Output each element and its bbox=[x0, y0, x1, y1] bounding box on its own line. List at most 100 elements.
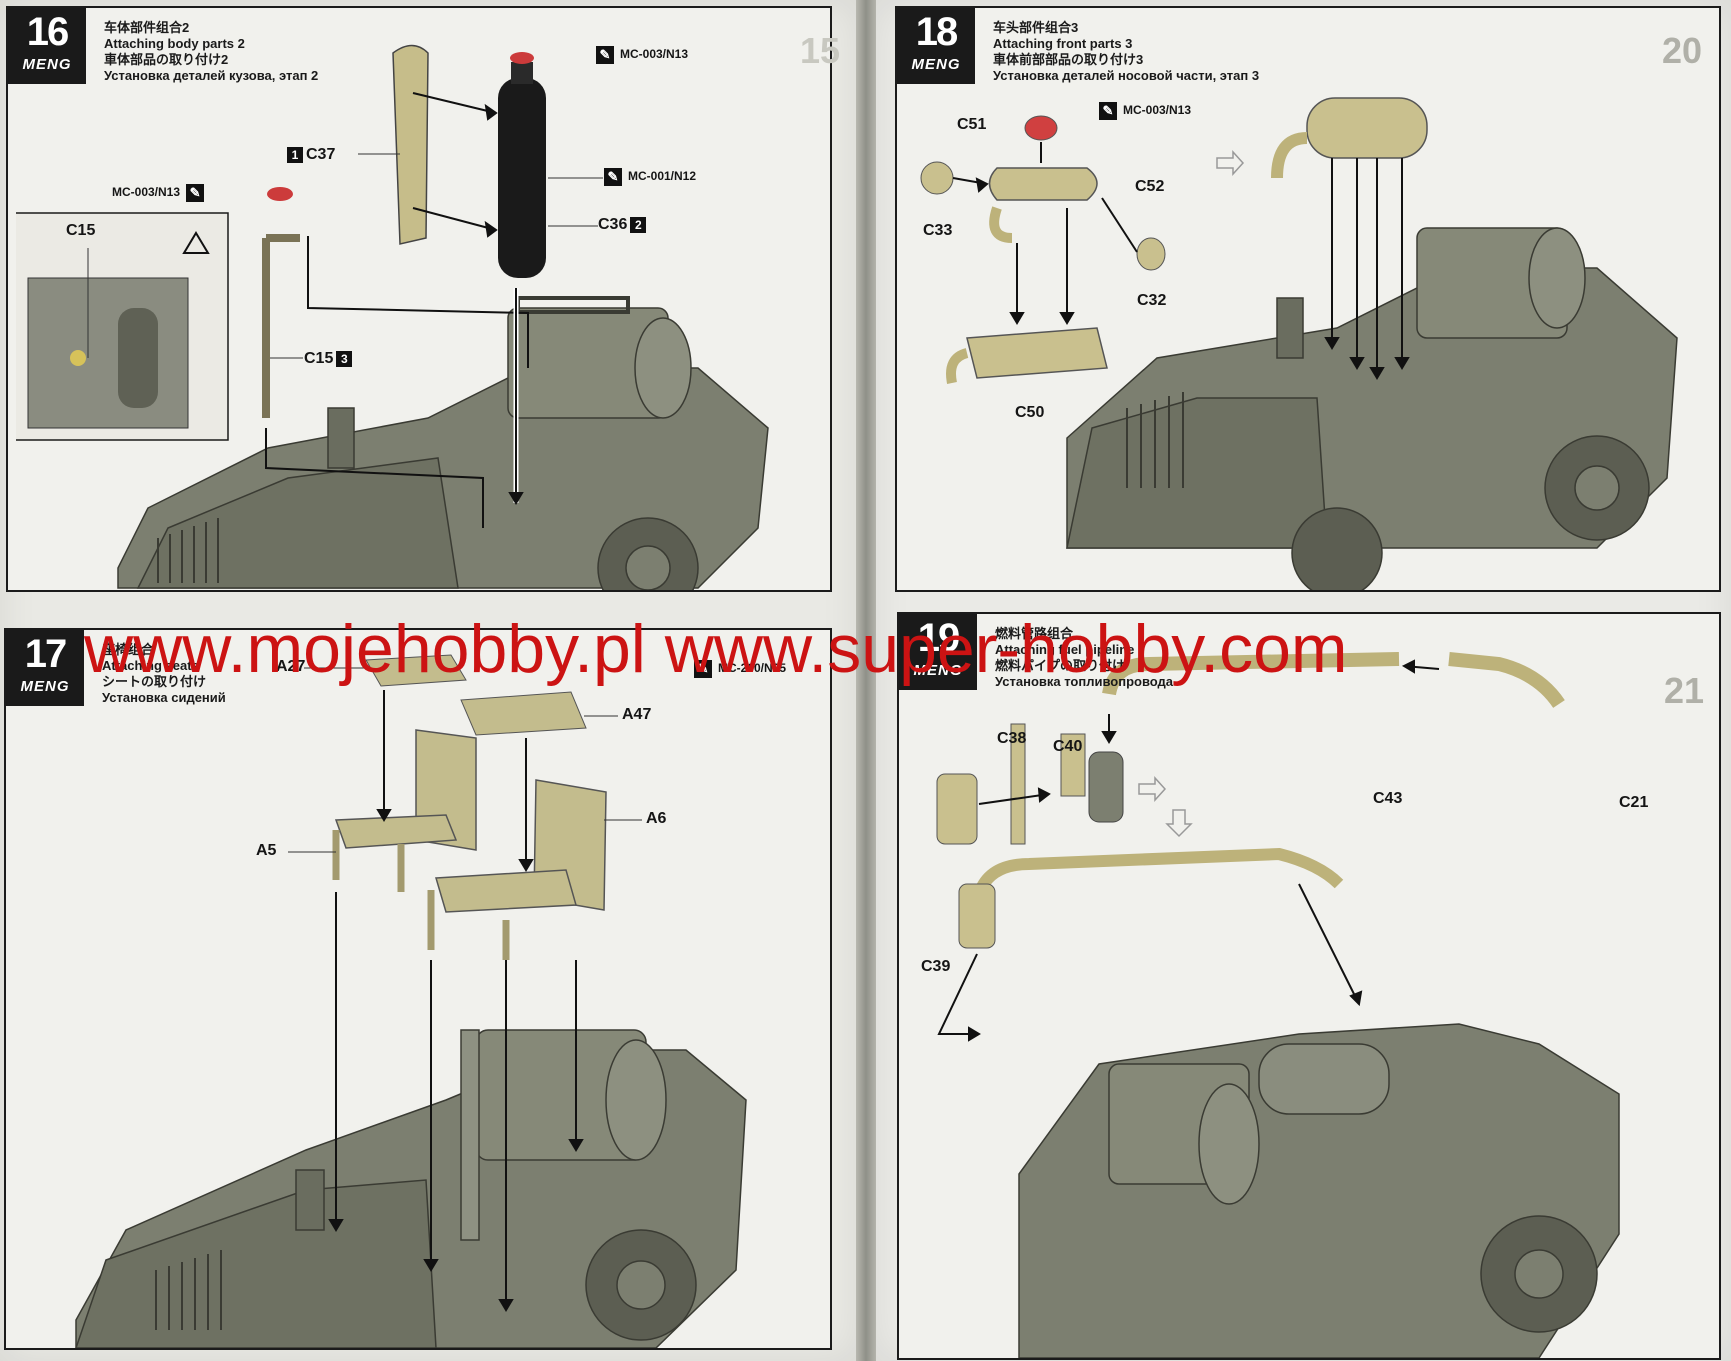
step-19-badge: 19 MENG bbox=[899, 614, 977, 690]
label-a5: A5 bbox=[256, 842, 277, 859]
seat-a5 bbox=[332, 729, 477, 892]
step-number: 17 bbox=[24, 632, 68, 676]
title-cn: 车头部件组合3 bbox=[993, 20, 1079, 35]
label-a47: A47 bbox=[622, 706, 652, 723]
seat-a6 bbox=[427, 779, 607, 960]
paint-callout-c: MC-003/N13✎ bbox=[112, 184, 210, 202]
paint-callout: ✎MC-003/N13 bbox=[1099, 102, 1191, 120]
assembly-arrows bbox=[937, 659, 1440, 1042]
label-c50: C50 bbox=[1015, 404, 1045, 421]
paint-brush-icon: ✎ bbox=[1099, 102, 1117, 120]
title-jp: 燃料パイプの取り付け bbox=[995, 658, 1126, 673]
jeep-body bbox=[1066, 227, 1678, 590]
title-ru: Установка сидений bbox=[102, 690, 226, 705]
step-number: 18 bbox=[915, 10, 959, 54]
step-number: 16 bbox=[26, 10, 70, 54]
label-a6: A6 bbox=[646, 810, 667, 827]
title-jp: 車体前部部品の取り付け3 bbox=[993, 52, 1144, 67]
title-en: Attaching body parts 2 bbox=[104, 36, 245, 51]
part-c32 bbox=[1136, 237, 1166, 271]
paint-callout: ✎MC-200/N35 bbox=[694, 660, 786, 678]
ghost-page-number: 20 bbox=[1662, 30, 1703, 71]
grille bbox=[157, 518, 219, 583]
jeep-body bbox=[75, 1029, 747, 1348]
assembly-arrows bbox=[952, 142, 1410, 380]
label-c51: C51 bbox=[957, 116, 987, 133]
grille bbox=[155, 1250, 222, 1330]
next-arrow bbox=[1216, 150, 1245, 176]
title-jp: シートの取り付け bbox=[102, 674, 207, 689]
title-en: Attaching fuel pipeline bbox=[995, 642, 1135, 657]
part-c21 bbox=[1448, 652, 1565, 709]
step-19-titles: 燃料管路组合 Attaching fuel pipeline 燃料パイプの取り付… bbox=[995, 626, 1173, 690]
title-en: Attaching seats bbox=[102, 658, 199, 673]
label-c39: C39 bbox=[921, 958, 951, 975]
cushion-a27 bbox=[365, 654, 467, 687]
next-arrow-right bbox=[1138, 776, 1167, 802]
leader-lines bbox=[288, 667, 642, 853]
label-a27: A27 bbox=[276, 658, 306, 675]
book-gutter bbox=[856, 0, 876, 1361]
ghost-page-number: 21 bbox=[1664, 670, 1705, 711]
step-16-titles: 车体部件组合2 Attaching body parts 2 車体部品の取り付け… bbox=[104, 20, 318, 84]
order-badge: 2 bbox=[630, 216, 647, 233]
c15-detail-inset bbox=[16, 212, 229, 441]
title-ru: Установка деталей кузова, этап 2 bbox=[104, 68, 319, 83]
assembly-arrows bbox=[328, 690, 584, 1312]
paint-callout-b: ✎MC-001/N12 bbox=[604, 168, 696, 186]
label-c43: C43 bbox=[1373, 790, 1403, 807]
part-c51 bbox=[1024, 115, 1058, 141]
label-c40: C40 bbox=[1053, 738, 1083, 755]
leader-lines bbox=[87, 153, 603, 359]
step-18-illustration bbox=[920, 97, 1678, 590]
brand-logo: MENG bbox=[20, 678, 70, 695]
step-16-illustration bbox=[16, 44, 769, 590]
step-17-panel: 17 MENG 座椅组合 Attaching seats シートの取り付け Ус… bbox=[4, 628, 832, 1350]
title-cn: 燃料管路组合 bbox=[995, 626, 1074, 641]
label-c33: C33 bbox=[923, 222, 953, 239]
jeep-body bbox=[1018, 1023, 1620, 1358]
paint-brush-icon: ✎ bbox=[596, 46, 614, 64]
part-c37-tube bbox=[392, 44, 429, 245]
step-18-badge: 18 MENG bbox=[897, 8, 975, 84]
label-c38: C38 bbox=[997, 730, 1027, 747]
pipe-assembled bbox=[973, 847, 1344, 897]
title-cn: 座椅组合 bbox=[102, 642, 155, 657]
part-c40 bbox=[1060, 733, 1086, 797]
label-c21: C21 bbox=[1619, 794, 1649, 811]
paint-brush-icon: ✎ bbox=[694, 660, 712, 678]
label-c15-detail: C15 bbox=[66, 222, 96, 239]
title-en: Attaching front parts 3 bbox=[993, 36, 1133, 51]
step-18-panel: 18 MENG 车头部件组合3 Attaching front parts 3 … bbox=[895, 6, 1721, 592]
filter-assembled bbox=[1088, 751, 1124, 823]
muffler-assembled bbox=[1271, 97, 1428, 179]
order-badge: 1 bbox=[287, 146, 303, 163]
ghost-page-number: 15 bbox=[800, 30, 841, 71]
part-c39 bbox=[936, 773, 978, 845]
brand-logo: MENG bbox=[911, 56, 961, 73]
part-c43 bbox=[1102, 652, 1400, 696]
step-19-illustration bbox=[936, 652, 1620, 1358]
jeep-body bbox=[117, 296, 769, 590]
part-c50 bbox=[946, 327, 1108, 384]
paint-brush-icon: ✎ bbox=[604, 168, 622, 186]
brand-logo: MENG bbox=[22, 56, 72, 73]
step-19-panel: 19 MENG 燃料管路组合 Attaching fuel pipeline 燃… bbox=[897, 612, 1721, 1360]
title-cn: 车体部件组合2 bbox=[104, 20, 190, 35]
brand-logo: MENG bbox=[913, 662, 963, 679]
title-ru: Установка деталей носовой части, этап 3 bbox=[993, 68, 1260, 83]
step-17-titles: 座椅组合 Attaching seats シートの取り付け Установка … bbox=[102, 642, 226, 706]
c15-red-top bbox=[267, 187, 293, 201]
step-number: 19 bbox=[917, 616, 961, 660]
step-18-titles: 车头部件组合3 Attaching front parts 3 車体前部部品の取… bbox=[993, 20, 1259, 84]
step-17-illustration bbox=[75, 654, 747, 1348]
part-c15-rod bbox=[262, 234, 300, 418]
assembly-arrows bbox=[265, 92, 529, 528]
next-arrow-down bbox=[1165, 809, 1193, 838]
grille bbox=[1126, 392, 1184, 488]
paint-brush-icon: ✎ bbox=[186, 184, 205, 202]
title-jp: 車体部品の取り付け2 bbox=[104, 52, 229, 67]
